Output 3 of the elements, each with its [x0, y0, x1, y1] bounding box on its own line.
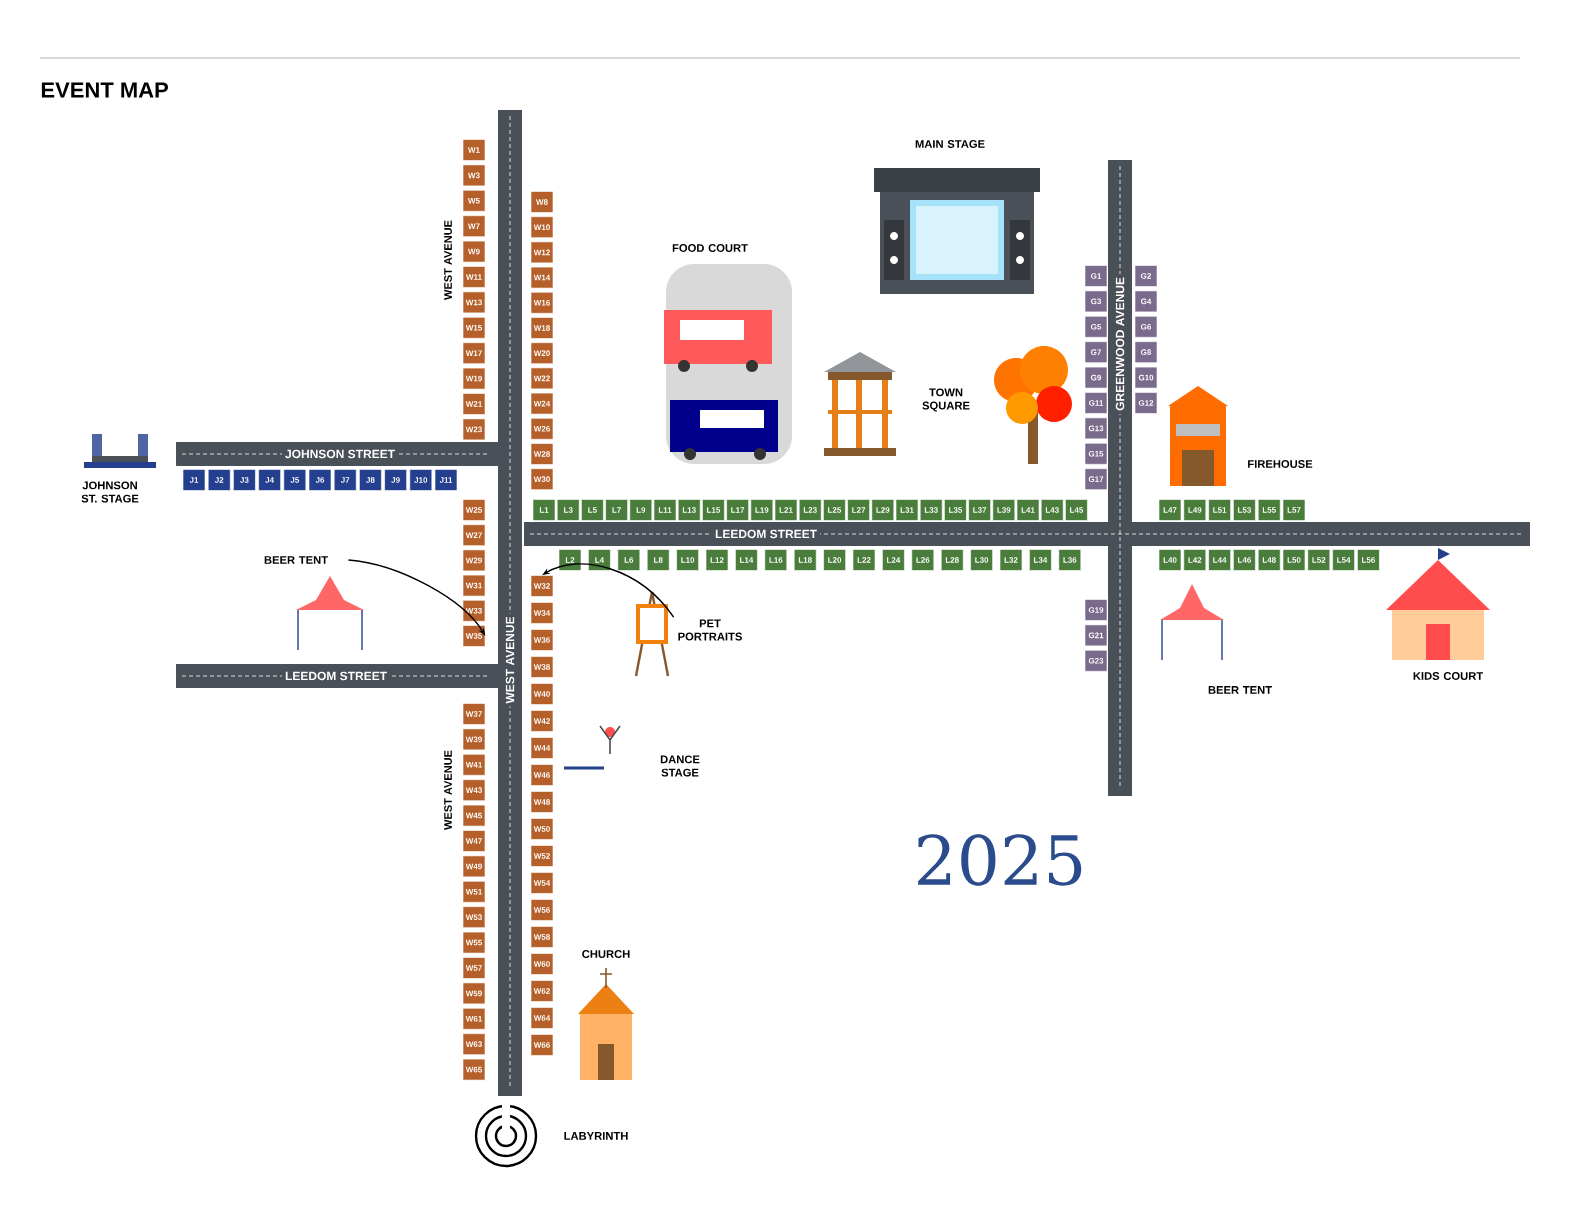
year-label: 2025 [918, 834, 1082, 886]
arrow [542, 563, 675, 618]
title: EVENT MAP [41, 82, 168, 98]
